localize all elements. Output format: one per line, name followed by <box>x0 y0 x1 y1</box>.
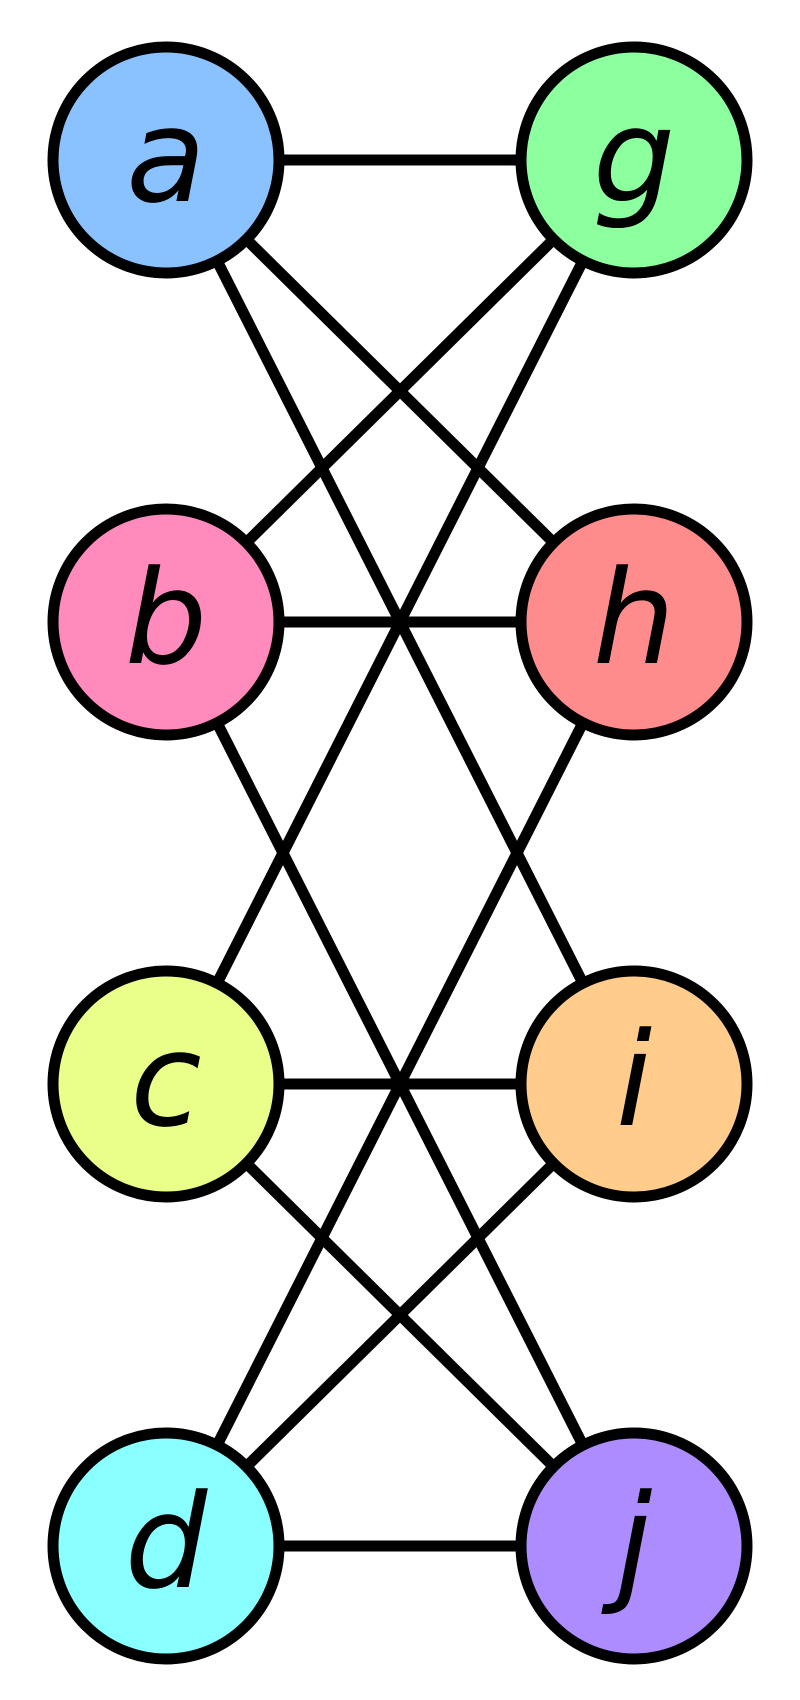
node-g: g <box>515 41 753 279</box>
node-label-h: h <box>593 542 675 694</box>
node-label-b: b <box>125 542 208 694</box>
node-circle-i <box>515 965 753 1203</box>
node-a: a <box>47 41 285 279</box>
node-label-d: d <box>125 1466 209 1618</box>
node-circle-c <box>47 965 285 1203</box>
node-circle-j <box>515 1427 753 1665</box>
node-circle-h <box>515 503 753 741</box>
edges-layer <box>161 154 639 1552</box>
node-label-a: a <box>126 80 206 232</box>
node-circle-b <box>47 503 285 741</box>
node-circle-a <box>47 41 285 279</box>
nodes-layer: a b c d g h i j <box>47 41 753 1665</box>
node-h: h <box>515 503 753 741</box>
node-label-c: c <box>130 1004 201 1156</box>
node-circle-g <box>515 41 753 279</box>
node-i: i <box>515 965 753 1203</box>
node-b: b <box>47 503 285 741</box>
node-circle-d <box>47 1427 285 1665</box>
node-label-i: i <box>616 1004 652 1156</box>
edge-d-h <box>161 619 639 1549</box>
edge-c-g <box>161 157 639 1087</box>
node-d: d <box>47 1427 285 1665</box>
node-j: j <box>515 1427 753 1665</box>
node-c: c <box>47 965 285 1203</box>
node-label-g: g <box>593 80 676 232</box>
